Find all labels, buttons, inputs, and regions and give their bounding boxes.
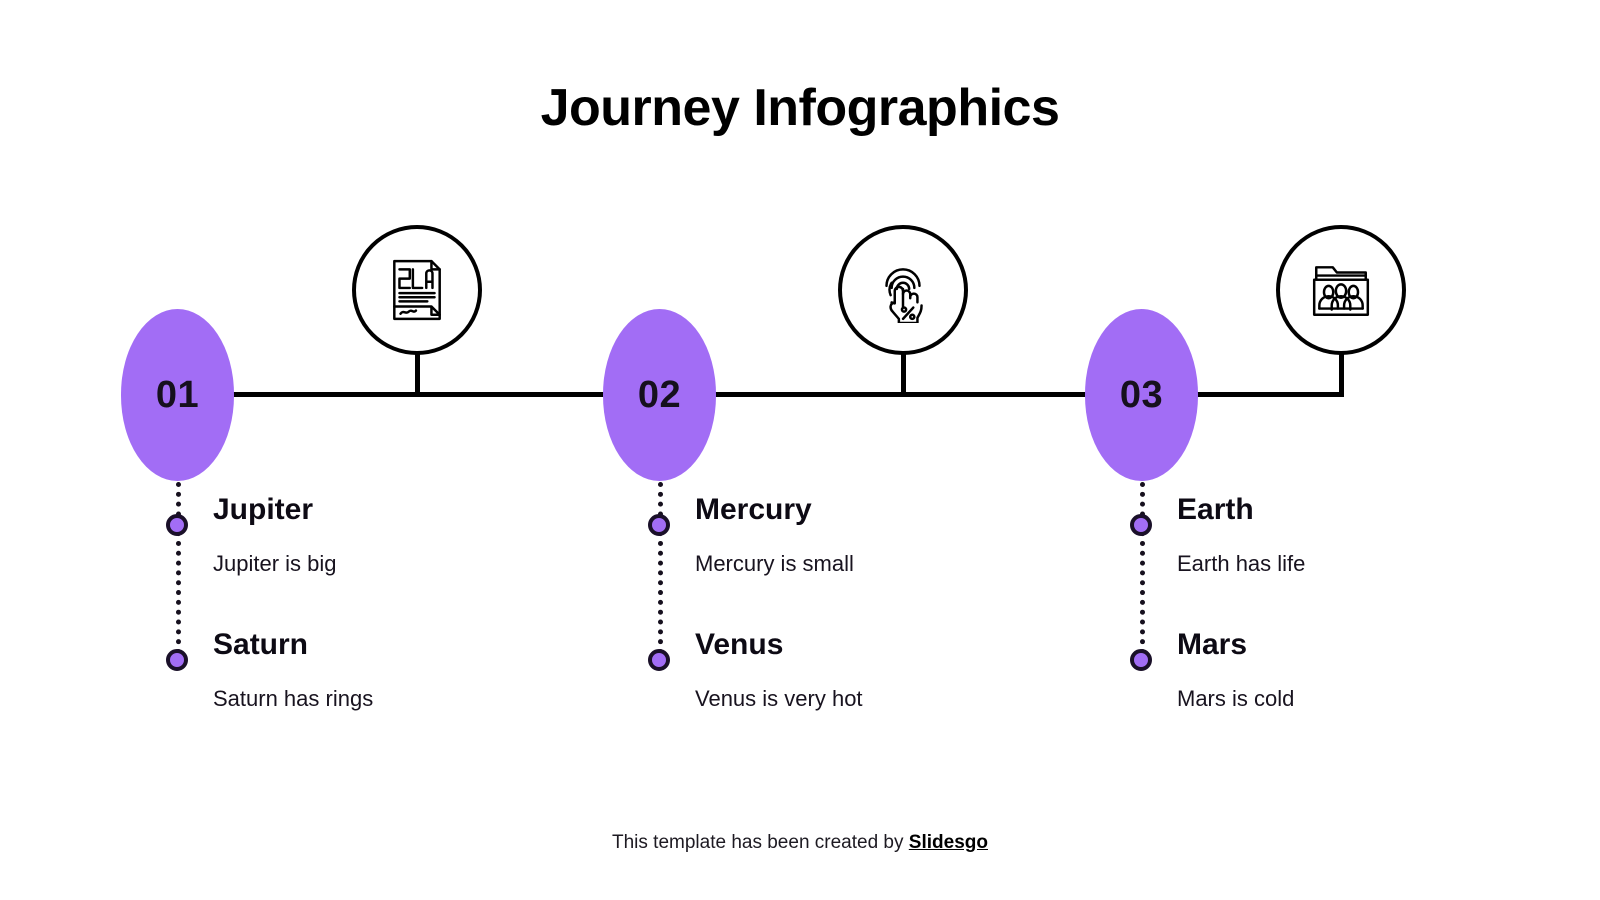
timeline-step-pill-2[interactable]: 02	[603, 309, 716, 481]
detail-description: Earth has life	[1177, 551, 1306, 576]
detail-title: Saturn	[213, 628, 309, 661]
timeline-diagram: 01 02 03	[121, 225, 1406, 664]
timeline-drop-line-3	[1339, 345, 1344, 397]
timeline-spine	[178, 392, 1344, 397]
tap-percent-hand-icon	[870, 257, 936, 323]
timeline-icon-circle-2[interactable]	[838, 225, 968, 355]
timeline-icon-circle-3[interactable]	[1276, 225, 1406, 355]
timeline-step-pill-1[interactable]: 01	[121, 309, 234, 481]
detail-title: Earth	[1177, 493, 1254, 526]
detail-bullet-icon	[166, 649, 188, 671]
dotted-connector-2	[658, 482, 663, 664]
timeline-step-pill-3[interactable]: 03	[1085, 309, 1198, 481]
shared-team-folder-icon	[1308, 257, 1374, 323]
detail-title: Mercury	[695, 493, 812, 526]
detail-title: Jupiter	[213, 493, 314, 526]
dotted-connector-3	[1140, 482, 1145, 664]
timeline-drop-line-1	[415, 345, 420, 397]
detail-bullet-icon	[166, 514, 188, 536]
timeline-icon-circle-1[interactable]	[352, 225, 482, 355]
detail-bullet-icon	[1130, 514, 1152, 536]
detail-bullet-icon	[648, 514, 670, 536]
detail-description: Mercury is small	[695, 551, 854, 576]
timeline-step-number-2: 02	[637, 373, 682, 416]
detail-description: Saturn has rings	[213, 686, 374, 711]
slidesgo-link[interactable]: Slidesgo	[908, 832, 988, 853]
footer-text: This template has been created by	[612, 832, 904, 853]
detail-description: Jupiter is big	[213, 551, 337, 576]
timeline-step-number-1: 01	[155, 373, 200, 416]
detail-bullet-icon	[1130, 649, 1152, 671]
page-title: Journey Infographics	[540, 79, 1060, 137]
sla-document-icon	[384, 257, 450, 323]
timeline-step-number-3: 03	[1119, 373, 1164, 416]
detail-description: Venus is very hot	[695, 686, 863, 711]
dotted-connector-1	[176, 482, 181, 664]
footer-credit: This template has been created by Slides…	[0, 832, 1600, 854]
detail-title: Venus	[695, 628, 784, 661]
detail-title: Mars	[1177, 628, 1248, 661]
timeline-drop-line-2	[901, 345, 906, 397]
detail-bullet-icon	[648, 649, 670, 671]
detail-description: Mars is cold	[1177, 686, 1295, 711]
